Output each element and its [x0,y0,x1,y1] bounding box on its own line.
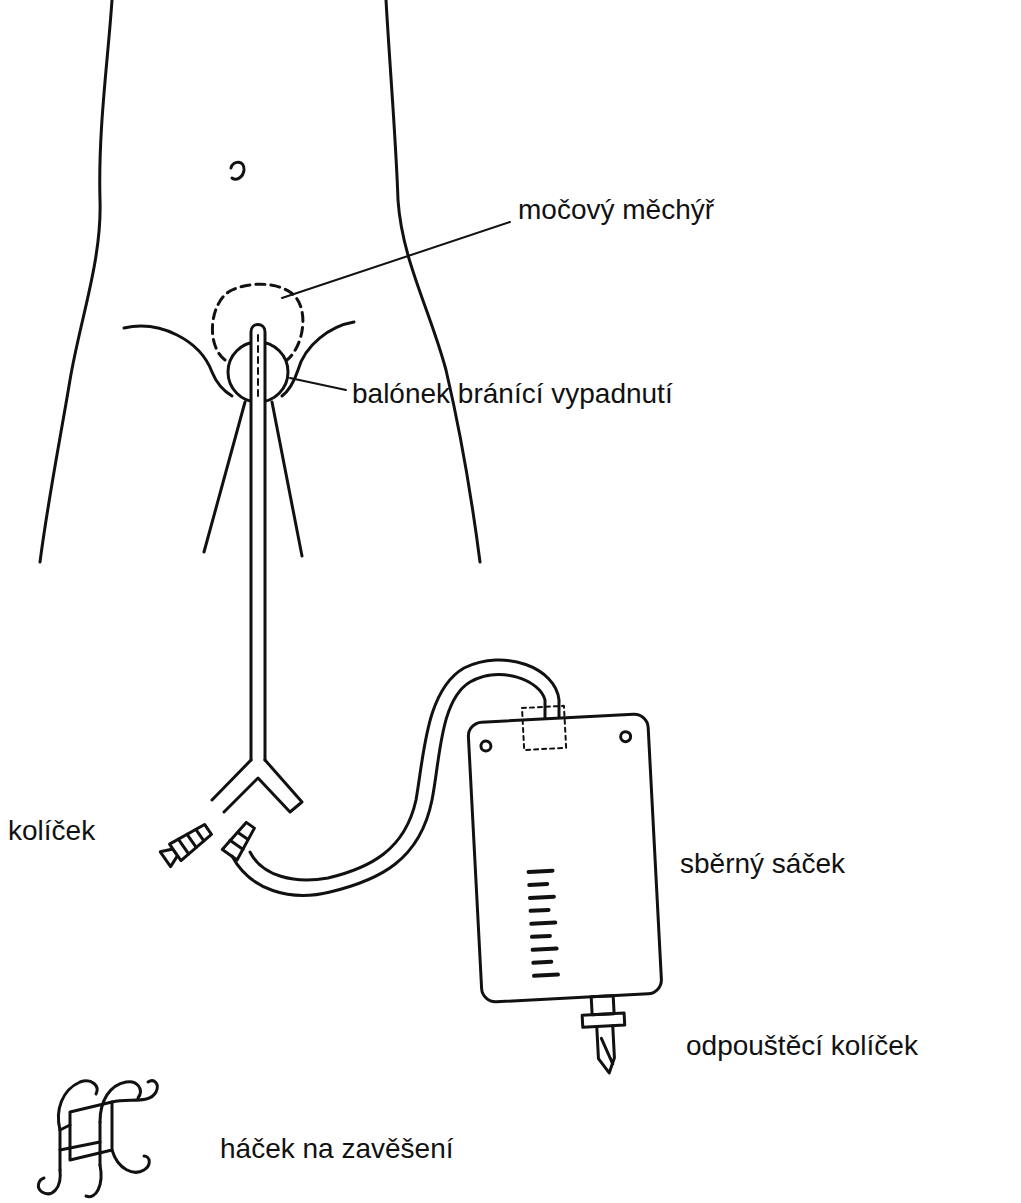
body-outline [386,0,480,562]
groin-line [282,322,354,396]
leader-line [282,222,510,298]
catheter-tube [251,325,265,761]
graduation-tick [533,949,557,950]
graduation [529,871,558,976]
part-label: močový měchýř [518,194,714,226]
part-label: sběrný sáček [680,848,845,880]
navel [231,162,244,179]
catheter-fork [212,760,302,812]
part-label: odpouštěcí kolíček [686,1030,918,1062]
graduation-tick [531,923,555,924]
graduation-tick [534,975,558,976]
graduation-tick [531,908,549,913]
graduation-tick [530,897,554,898]
graduation-tick [529,871,553,872]
hanging-hook [38,1081,157,1197]
plug [160,821,214,867]
leg-line [272,402,302,556]
part-label: háček na zavěšení [220,1133,454,1165]
leg-line [204,402,245,552]
graduation-tick [532,934,550,939]
catheter-core [257,335,259,400]
graduation-tick [529,882,547,887]
graduation-tick [533,960,551,965]
groin-line [124,326,232,396]
collection-bag [467,702,666,1080]
body-outline [40,0,112,562]
part-label: kolíček [8,815,95,847]
leader-line [290,378,346,390]
part-label: balónek bránící vypadnutí [352,378,673,410]
